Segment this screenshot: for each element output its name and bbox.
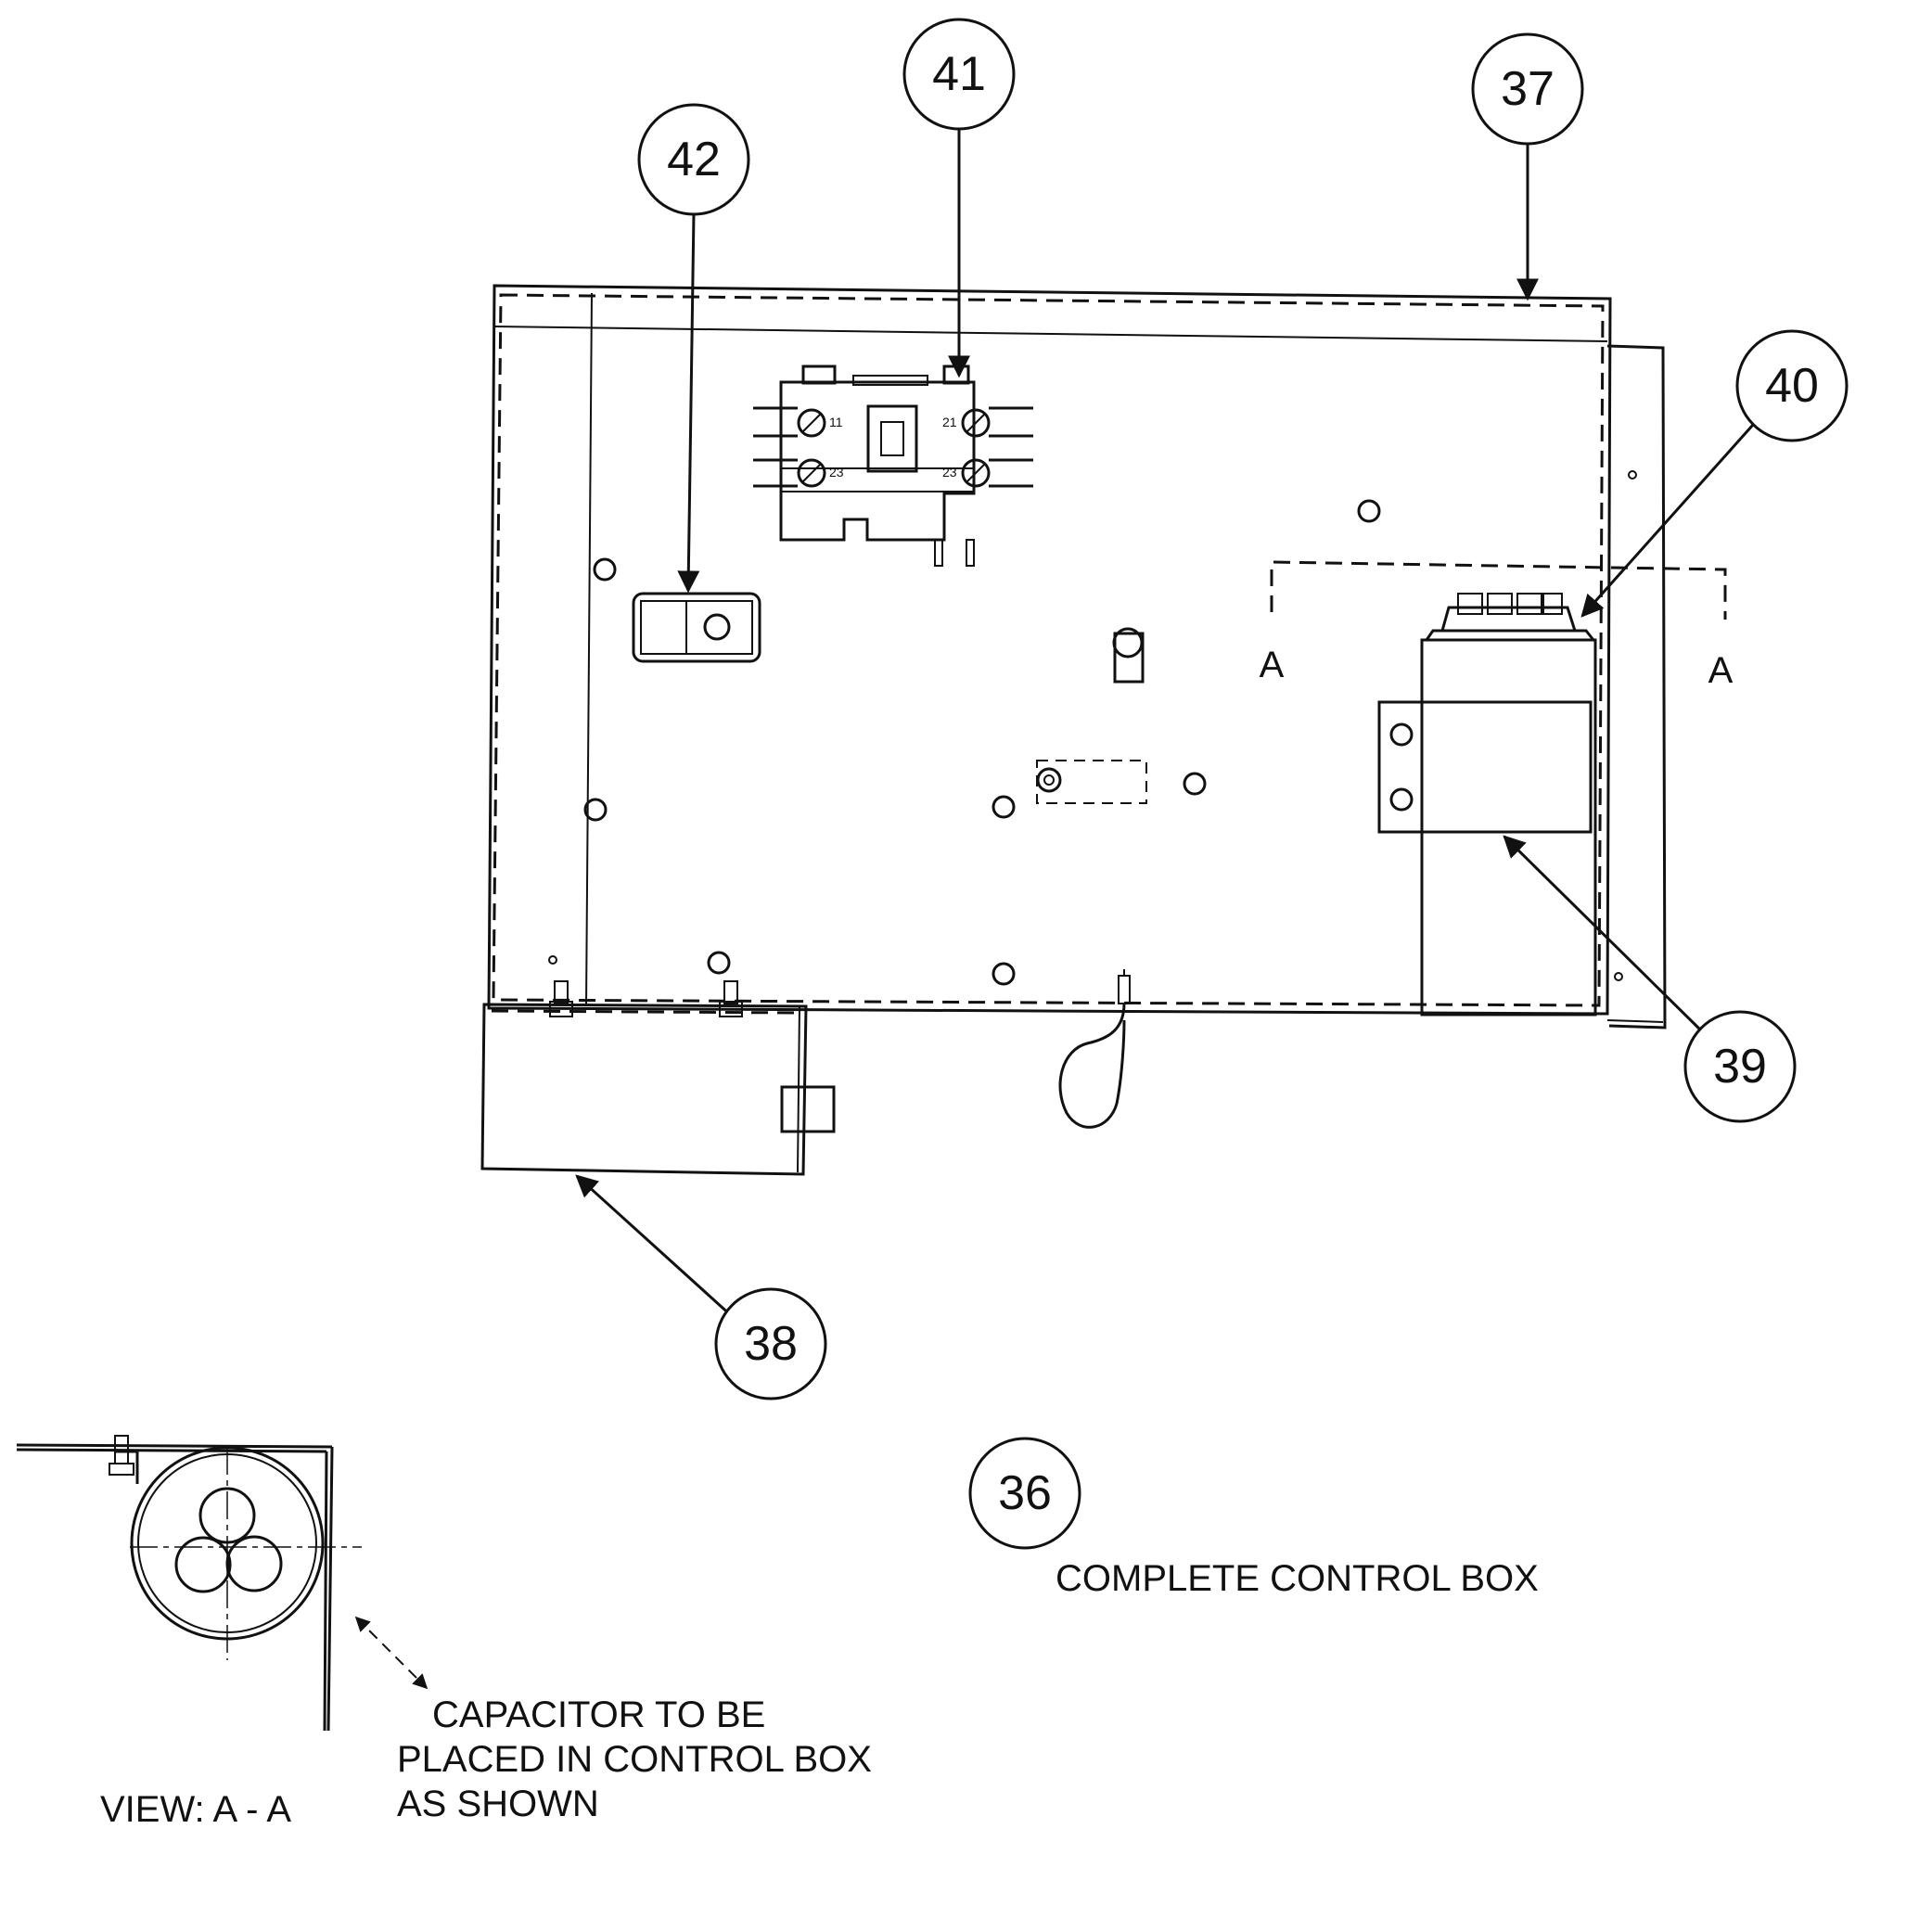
complete-control-box-label: COMPLETE CONTROL BOX [1056,1558,1539,1599]
section-view-a-a [16,1435,429,1732]
bottom-cover [480,980,836,1176]
center-standoff [1112,627,1145,684]
callout-37-label: 37 [1501,62,1555,116]
section-mark-right: A [1708,650,1734,691]
ground-lug [1036,760,1147,804]
callout-38-label: 38 [744,1317,798,1371]
callout-38: 38 [575,1174,827,1400]
callout-39-label: 39 [1713,1040,1767,1093]
callout-37: 37 [1471,32,1584,301]
callout-42-label: 42 [667,133,721,186]
callout-40-label: 40 [1765,359,1819,413]
terminal-11-label: 11 [829,415,843,429]
terminal-23-left-label: 23 [829,465,844,480]
callout-42: 42 [637,103,750,594]
control-box-panel [487,284,1667,1029]
callout-39: 39 [1503,835,1797,1123]
capacitor-strap [1377,700,1593,834]
callout-36-label: 36 [998,1466,1052,1520]
run-capacitor [1420,593,1597,1017]
callout-41-label: 41 [932,47,986,101]
capacitor-note-line-1: CAPACITOR TO BE [432,1694,765,1735]
capacitor-note-line-3: AS SHOWN [397,1784,599,1824]
contactor: 11 21 23 23 [753,364,1033,567]
callout-36: 36 [968,1437,1081,1550]
callout-40: 40 [1580,329,1849,618]
callout-41: 41 [902,18,1016,378]
section-mark-left: A [1260,645,1285,685]
terminal-21-label: 21 [942,415,957,429]
mounting-screws [548,470,1637,986]
switch-component [632,592,761,663]
section-line: A A [1260,560,1734,691]
view-title: VIEW: A - A [100,1789,291,1830]
terminal-23-right-label: 23 [942,465,957,480]
ground-wire [1058,969,1131,1129]
capacitor-note-line-2: PLACED IN CONTROL BOX [397,1739,872,1780]
